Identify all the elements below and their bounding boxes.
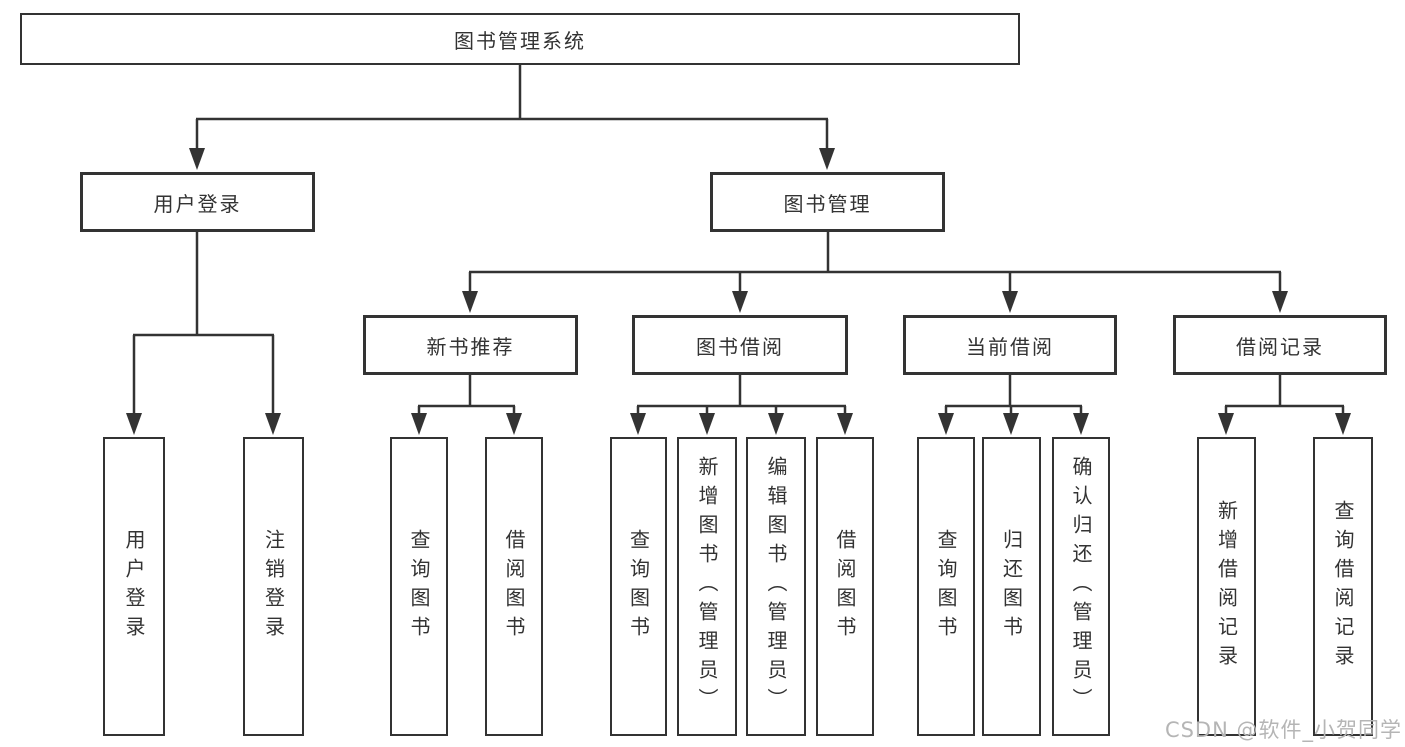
connector-root-to-level2	[189, 65, 835, 170]
node-book-borrow: 图书借阅	[632, 315, 848, 375]
connector-book-borrow-branch	[630, 375, 853, 435]
csdn-watermark: CSDN @软件_小贺同学	[1164, 718, 1402, 742]
connector-new-book-branch	[411, 375, 522, 435]
connector-borrow-record-branch	[1218, 375, 1351, 435]
node-current-borrow: 当前借阅	[903, 315, 1117, 375]
node-borrow-record: 借阅记录	[1173, 315, 1387, 375]
leaf-query-book-3: 查询图书	[917, 437, 975, 736]
leaf-confirm-return-admin: 确认归还（管理员）	[1052, 437, 1110, 736]
leaf-edit-book-admin: 编辑图书（管理员）	[746, 437, 806, 736]
leaf-query-borrow-record: 查询借阅记录	[1313, 437, 1373, 736]
leaf-logout: 注销登录	[243, 437, 304, 736]
node-root-library-system: 图书管理系统	[20, 13, 1020, 65]
connector-book-management-branch	[462, 232, 1288, 313]
connector-user-login-branch	[126, 232, 281, 435]
leaf-add-borrow-record: 新增借阅记录	[1197, 437, 1256, 736]
leaf-query-book-2: 查询图书	[610, 437, 667, 736]
leaf-user-login: 用户登录	[103, 437, 165, 736]
node-new-book-recommend: 新书推荐	[363, 315, 578, 375]
connector-current-borrow-branch	[938, 375, 1089, 435]
leaf-add-book-admin: 新增图书（管理员）	[677, 437, 737, 736]
leaf-borrow-book-2: 借阅图书	[816, 437, 874, 736]
node-book-management: 图书管理	[710, 172, 945, 232]
leaf-return-book: 归还图书	[982, 437, 1041, 736]
node-user-login: 用户登录	[80, 172, 315, 232]
leaf-borrow-book-1: 借阅图书	[485, 437, 543, 736]
leaf-query-book-1: 查询图书	[390, 437, 448, 736]
